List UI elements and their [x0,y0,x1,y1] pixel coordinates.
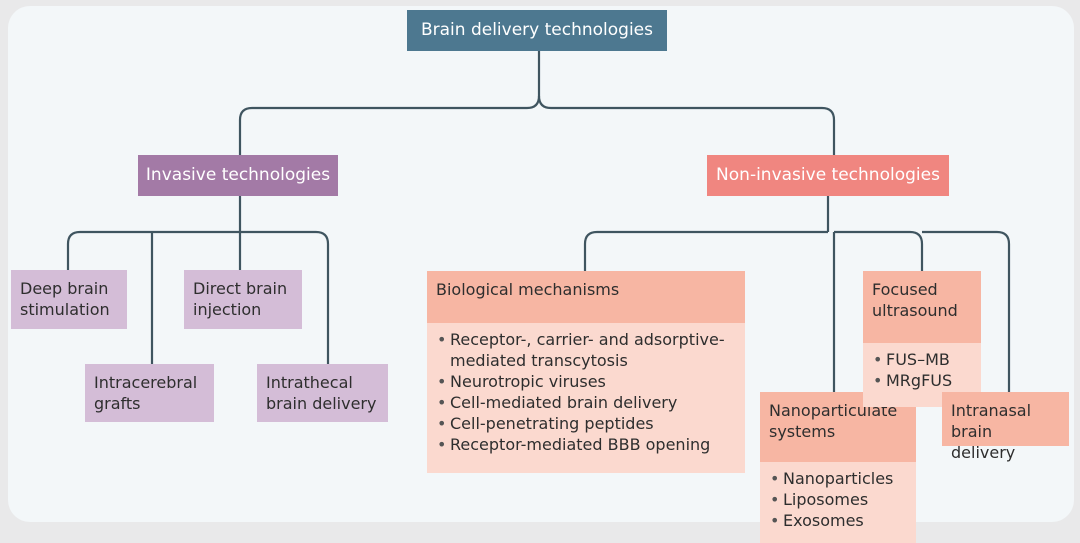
noninvasive-label: Non-invasive technologies [716,165,940,185]
intrathecal-brain-delivery-label: Intrathecal brain delivery [266,373,377,413]
deep-brain-stimulation-label: Deep brain stimulation [20,279,110,319]
invasive-node: Invasive technologies [138,155,338,196]
biological-mechanisms-list: Receptor-, carrier- and adsorptive-media… [436,329,736,455]
biological-mechanisms-label: Biological mechanisms [436,280,620,299]
focused-ultrasound-label: Focused ultrasound [872,280,958,320]
nanoparticulate-systems-label: Nanoparticulate systems [769,401,898,441]
nanoparticulate-systems-node: Nanoparticulate systems Nanoparticles Li… [760,392,916,543]
focused-ultrasound-node: Focused ultrasound FUS–MB MRgFUS [863,271,981,407]
list-item: MRgFUS [872,370,972,391]
list-item: Cell-penetrating peptides [436,413,736,434]
connector-noninvasive-left [583,230,828,271]
list-item: Receptor-mediated BBB opening [436,434,736,455]
invasive-label: Invasive technologies [145,165,331,185]
connector-invasive-left [66,230,240,270]
root-label: Brain delivery technologies [420,20,653,40]
intracerebral-grafts-node: Intracerebral grafts [85,364,214,422]
connector-noninvasive-right [922,230,1011,392]
connector-invasive-right [240,230,330,364]
list-item: Nanoparticles [769,468,907,489]
direct-brain-injection-label: Direct brain injection [193,279,288,319]
focused-ultrasound-header: Focused ultrasound [863,271,981,343]
biological-mechanisms-list-box: Receptor-, carrier- and adsorptive-media… [427,323,745,473]
root-node: Brain delivery technologies [407,10,667,51]
list-item: Receptor-, carrier- and adsorptive-media… [436,329,736,371]
connector-lines [66,51,1011,392]
list-item: Cell-mediated brain delivery [436,392,736,413]
intracerebral-grafts-label: Intracerebral grafts [94,373,198,413]
nanoparticulate-systems-header: Nanoparticulate systems [760,392,916,462]
connector-root [238,51,541,155]
noninvasive-node: Non-invasive technologies [707,155,949,196]
connector-root-right [537,95,836,155]
intranasal-brain-delivery-node: Intranasal brain delivery [942,392,1069,462]
focused-ultrasound-list: FUS–MB MRgFUS [872,349,972,391]
direct-brain-injection-node: Direct brain injection [184,270,302,329]
nanoparticulate-systems-list: Nanoparticles Liposomes Exosomes [769,468,907,531]
list-item: Neurotropic viruses [436,371,736,392]
list-item: Liposomes [769,489,907,510]
biological-mechanisms-header: Biological mechanisms [427,271,745,323]
nanoparticulate-systems-list-box: Nanoparticles Liposomes Exosomes [760,462,916,543]
deep-brain-stimulation-node: Deep brain stimulation [11,270,127,329]
list-item: Exosomes [769,510,907,531]
intranasal-brain-delivery-label: Intranasal brain delivery [951,401,1032,462]
biological-mechanisms-node: Biological mechanisms Receptor-, carrier… [427,271,745,473]
list-item: FUS–MB [872,349,972,370]
intrathecal-brain-delivery-node: Intrathecal brain delivery [257,364,388,422]
